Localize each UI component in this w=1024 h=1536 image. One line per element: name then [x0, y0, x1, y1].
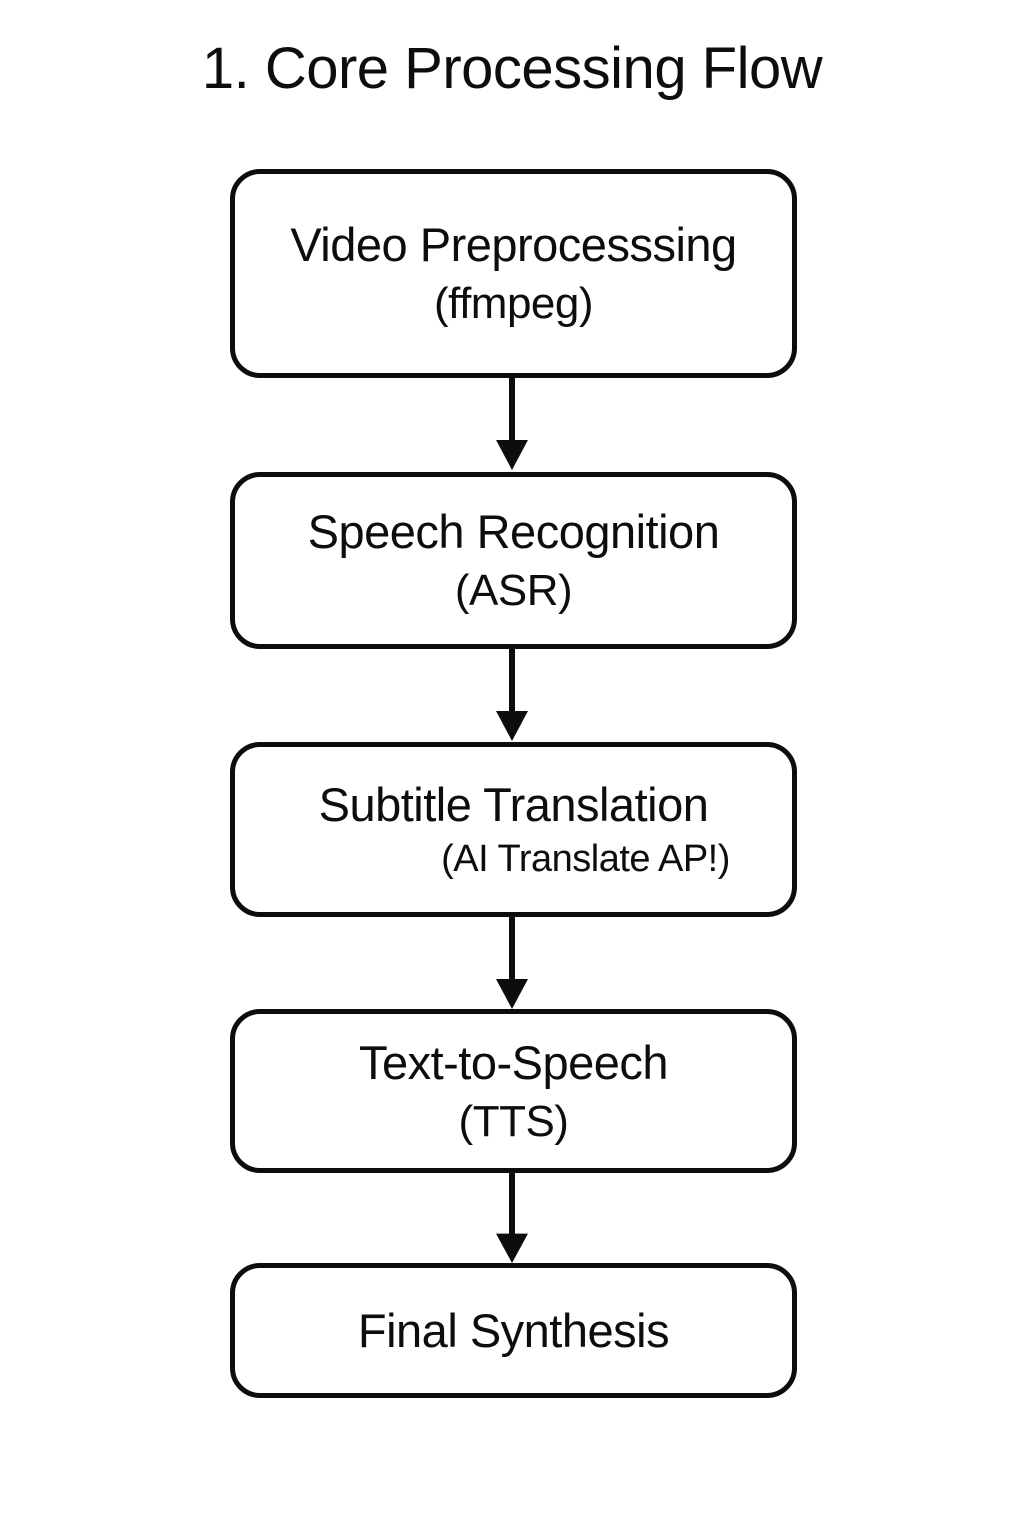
node-title: Video Preprocesssing	[290, 218, 737, 272]
node-title: Speech Recognition	[307, 505, 720, 559]
arrow-down-icon	[492, 1173, 532, 1263]
node-subtitle: (TTS)	[458, 1096, 569, 1146]
arrow-down-icon	[492, 649, 532, 741]
node-subtitle: (ASR)	[454, 566, 573, 616]
node-subtitle: (ffmpeg)	[433, 279, 594, 329]
flow-node-subtitle-translation: Subtitle Translation (AI Translate AP!)	[230, 742, 797, 917]
flow-node-video-preprocessing: Video Preprocesssing (ffmpeg)	[230, 169, 797, 378]
arrow-down-icon	[492, 378, 532, 470]
node-title: Final Synthesis	[357, 1303, 670, 1357]
arrow-down-icon	[492, 917, 532, 1009]
node-title: Subtitle Translation	[318, 778, 709, 832]
flow-node-text-to-speech: Text-to-Speech (TTS)	[230, 1009, 797, 1173]
flow-node-speech-recognition: Speech Recognition (ASR)	[230, 472, 797, 649]
flow-node-final-synthesis: Final Synthesis	[230, 1263, 797, 1398]
node-subtitle: (AI Translate AP!)	[441, 838, 730, 881]
diagram-title: 1. Core Processing Flow	[201, 36, 823, 101]
node-title: Text-to-Speech	[358, 1035, 669, 1089]
